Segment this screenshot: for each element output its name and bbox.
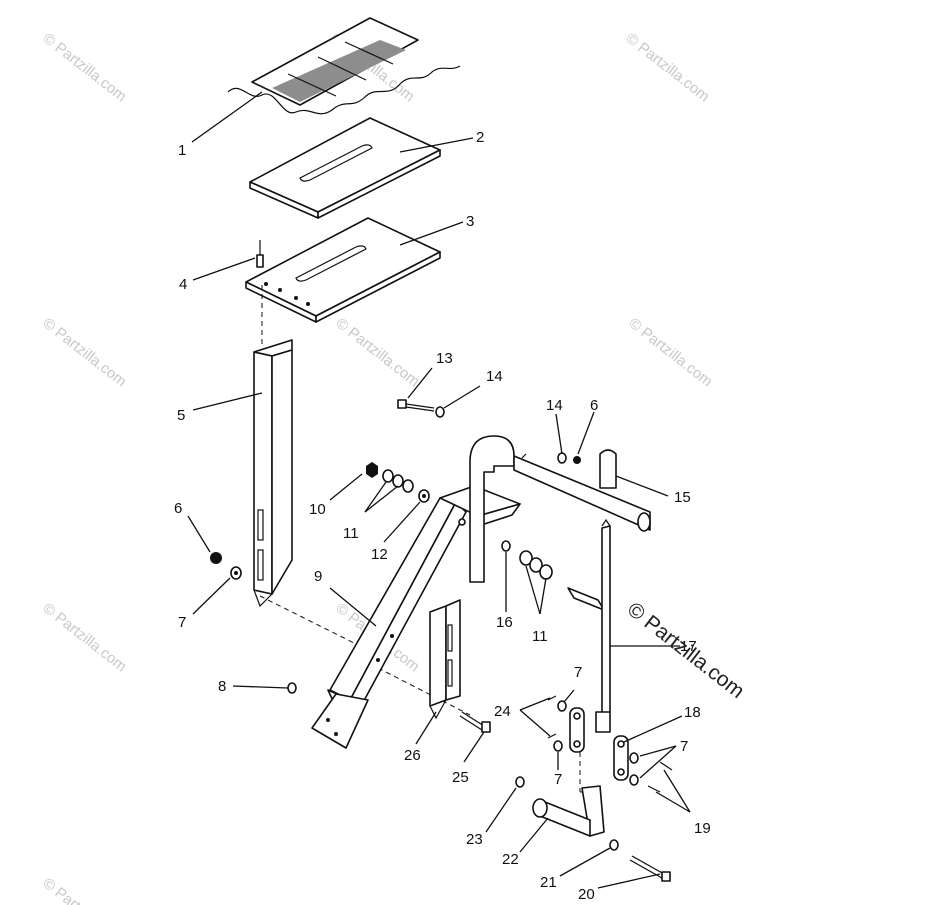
callout-10: 10 — [309, 501, 326, 518]
callout-22: 22 — [502, 851, 519, 868]
part-base-plate — [245, 217, 441, 345]
watermark: © Partzilla.com — [623, 30, 713, 106]
part-vertical-support — [253, 339, 293, 608]
callout-3: 3 — [466, 213, 474, 230]
leader-lines — [187, 91, 691, 889]
watermark: © Partzilla.com — [333, 315, 423, 391]
part-bottom-bolt — [609, 839, 671, 882]
part-bolt-top — [397, 399, 445, 418]
callout-17: 17 — [680, 638, 697, 655]
watermark: © Partzilla.com — [40, 315, 130, 391]
callout-2: 2 — [476, 129, 484, 146]
callout-1: 1 — [178, 142, 186, 159]
part-floor-pad — [227, 17, 461, 115]
part-small-pin — [287, 682, 297, 694]
part-handle-bar — [469, 435, 651, 583]
callout-9: 9 — [314, 568, 322, 585]
callout-11b: 11 — [532, 628, 548, 645]
callout-18: 18 — [684, 704, 701, 721]
callout-11: 11 — [343, 525, 359, 542]
callout-23: 23 — [466, 831, 483, 848]
part-angled-tube — [311, 485, 521, 749]
callout-26: 26 — [404, 747, 421, 764]
watermark: © Partzilla.com — [40, 600, 130, 676]
callout-7b: 7 — [574, 664, 582, 681]
part-washer-stack — [366, 462, 430, 503]
part-small-washers — [547, 695, 673, 793]
watermark: © Partzilla.com — [626, 315, 716, 391]
callout-6b: 6 — [590, 397, 598, 414]
callout-6: 6 — [174, 500, 182, 517]
callout-labels: 1 2 3 4 5 6 7 8 9 10 11 12 13 14 14 6 15… — [174, 129, 711, 903]
callout-24: 24 — [494, 703, 511, 720]
callout-14b: 14 — [546, 397, 563, 414]
callout-25: 25 — [452, 769, 469, 786]
callout-4: 4 — [179, 276, 187, 293]
callout-13: 13 — [436, 350, 453, 367]
part-washer-right — [501, 540, 605, 611]
callout-15: 15 — [674, 489, 691, 506]
part-linkage-plates — [569, 707, 629, 793]
callout-7: 7 — [178, 614, 186, 631]
callout-8: 8 — [218, 678, 226, 695]
part-pivot-lever — [515, 776, 605, 837]
callout-14: 14 — [486, 368, 503, 385]
part-long-bolt — [459, 711, 491, 733]
part-pin — [256, 240, 264, 268]
callout-12: 12 — [371, 546, 388, 563]
callout-16: 16 — [496, 614, 513, 631]
callout-7d: 7 — [554, 771, 562, 788]
part-vertical-rod — [595, 518, 611, 733]
watermark-prominent: © Partzilla.com — [623, 598, 749, 703]
callout-21: 21 — [540, 874, 557, 891]
part-cover-plate — [249, 117, 441, 219]
callout-7c: 7 — [680, 738, 688, 755]
watermark: © Partzilla.com — [40, 875, 130, 905]
part-slotted-bracket — [429, 599, 461, 720]
callout-19: 19 — [694, 820, 711, 837]
callout-20: 20 — [578, 886, 595, 903]
callout-5: 5 — [177, 407, 185, 424]
part-knob — [599, 449, 617, 489]
part-nut-washer-left — [210, 552, 242, 580]
watermark: © Partzilla.com — [40, 30, 130, 106]
